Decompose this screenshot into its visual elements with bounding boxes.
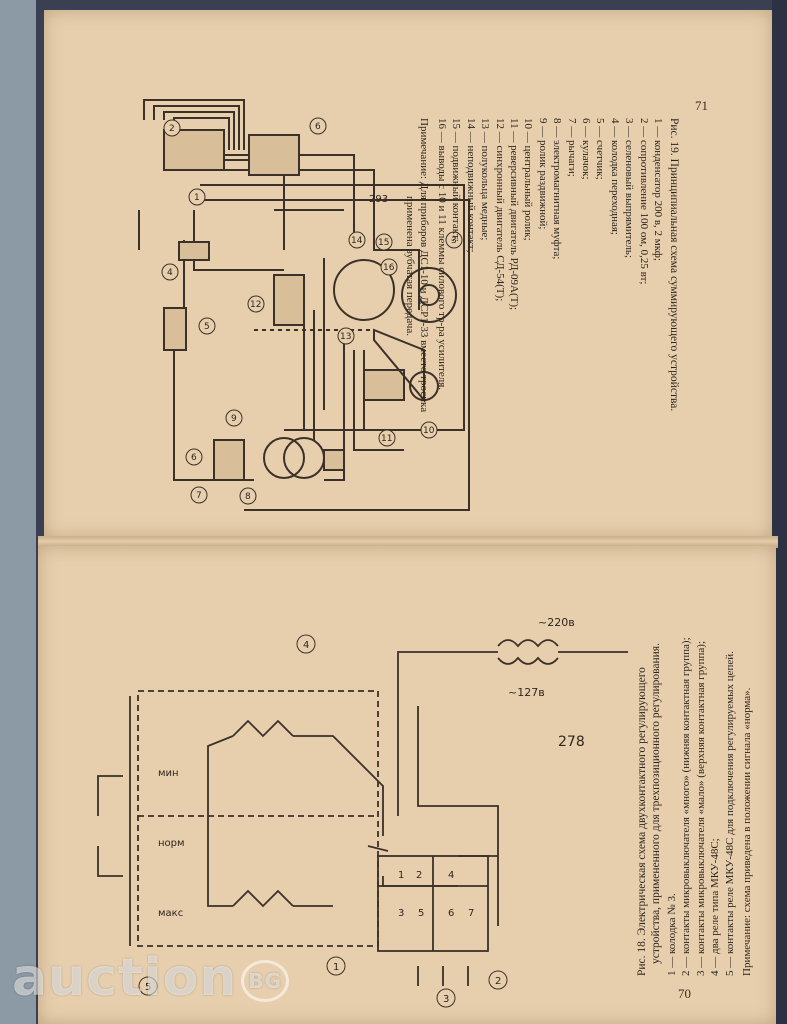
- contact-label-max: макс: [158, 908, 183, 919]
- terminal-3: 3: [398, 908, 404, 919]
- sheet-number-278: 278: [558, 734, 585, 750]
- legend-item: 16 — выводы с 10 и 11 клеммы силового тр…: [435, 118, 448, 390]
- figure-18-caption-block: Рис. 18. Электрическая схема двухконтакт…: [635, 556, 754, 976]
- diagram-label-6: 6: [315, 122, 321, 132]
- diagram-label-1: 1: [194, 193, 200, 203]
- figure-18-title-line: устройства, примененного для трехпозицио…: [650, 643, 662, 964]
- terminal-1: 1: [398, 870, 404, 881]
- diagram-label-6b: 6: [191, 453, 197, 463]
- circle-label-1: 1: [333, 962, 339, 973]
- diagram-label-14: 14: [351, 236, 363, 246]
- terminal-7: 7: [468, 908, 474, 919]
- legend-item: 5 — контакты реле МКУ-48С для подключени…: [723, 651, 736, 976]
- circle-label-2: 2: [495, 976, 501, 987]
- figure-19-caption-block: Рис. 19. Принципиальная схема суммирующе…: [404, 118, 682, 538]
- terminal-4: 4: [448, 870, 454, 881]
- legend-item: 14 — неподвижный контакт;: [464, 118, 477, 253]
- diagram-label-3: 3: [451, 236, 457, 246]
- diagram-label-13: 13: [340, 332, 351, 342]
- figure-18-legend: 1 — колодка № 3. 2 — контакты микровыклю…: [665, 556, 737, 976]
- terminal-5: 5: [418, 908, 424, 919]
- watermark-text: auction: [12, 948, 238, 1008]
- diagram-label-4: 4: [167, 268, 173, 278]
- relay-circuit-diagram: 5 4 1 3 2 мин норм макс 1 4 3 5 6 7 2 ~2…: [97, 616, 628, 1008]
- book-cover-left-edge: [0, 0, 36, 1024]
- legend-item: 5 — счетчик;: [594, 118, 607, 180]
- page-number-71: 71: [695, 98, 708, 113]
- note-line: применена зубчатая передача.: [404, 196, 417, 337]
- legend-item: 4 — два реле типа МКУ-48С;: [709, 838, 722, 976]
- diagram-label-9: 9: [231, 414, 237, 424]
- figure-19-note: Примечание: Для приборов ДС1-10 и ДСР1-3…: [404, 118, 432, 538]
- circle-label-5: 5: [145, 982, 151, 993]
- page-71: 2 6 1 4 3 14 15 16 12 5 13 11 10: [44, 10, 772, 538]
- figure-19-title: Рис. 19. Принципиальная схема суммирующе…: [668, 118, 680, 412]
- legend-item: 8 — электромагнитная муфта;: [551, 118, 564, 260]
- legend-item: 3 — селеновый выпрямитель;: [623, 118, 636, 259]
- terminal-2: 2: [416, 870, 422, 881]
- legend-item: 11 — реверсивный двигатель РД-09А(Т);: [507, 118, 520, 311]
- legend-item: 1 — колодка № 3.: [666, 893, 678, 976]
- figure-18-title-line: Рис. 18. Электрическая схема двухконтакт…: [636, 667, 648, 976]
- circle-label-3: 3: [443, 994, 449, 1005]
- circle-label-4: 4: [303, 640, 309, 651]
- figure-19-legend: 1 — конденсатор 200 в, 2 мкф; 2 — сопрот…: [435, 118, 666, 538]
- contact-label-norm: норм: [158, 838, 185, 849]
- legend-item: 3 — контакты микровыключателя «мало» (ве…: [694, 640, 707, 976]
- legend-item: 10 — центральный ролик;: [522, 118, 535, 241]
- legend-item: 7 — рычаги;: [565, 118, 578, 177]
- legend-item: 13 — полукольца медные;: [479, 118, 492, 241]
- legend-item: 15 — подвижный контакт;: [450, 118, 463, 242]
- diagram-label-8: 8: [245, 492, 251, 502]
- legend-item: 2 — контакты микровыключателя «много» (н…: [680, 637, 693, 976]
- legend-item: 2 — сопротивление 100 ом, 0,25 вт;: [637, 118, 650, 285]
- voltage-220: ~220в: [538, 616, 575, 629]
- diagram-label-15: 15: [378, 238, 389, 248]
- watermark-suffix: BG: [241, 960, 290, 1002]
- contact-label-min: мин: [158, 768, 179, 779]
- diagram-label-293: 293: [369, 194, 388, 205]
- summing-device-diagram: 2 6 1 4 3 14 15 16 12 5 13 11 10: [138, 99, 470, 511]
- diagram-label-10: 10: [423, 426, 435, 436]
- diagram-label-2: 2: [169, 124, 175, 134]
- figure-18-note: Примечание: схема приведена в положении …: [741, 687, 754, 976]
- book-gutter: [38, 536, 778, 548]
- voltage-127: ~127в: [508, 686, 545, 699]
- diagram-label-7: 7: [196, 491, 202, 501]
- diagram-label-5: 5: [204, 322, 210, 332]
- terminal-6: 6: [448, 908, 454, 919]
- legend-item: 9 — ролик раздвижной;: [536, 118, 549, 230]
- legend-item: 6 — кулачок;: [579, 118, 592, 180]
- note-line: Примечание: Для приборов ДС1-10 и ДСР1-3…: [418, 118, 431, 413]
- diagram-label-11: 11: [381, 434, 392, 444]
- legend-item: 12 — синхронный двигатель СД-54(Т);: [493, 118, 506, 302]
- page-70: 5 4 1 3 2 мин норм макс 1 4 3 5 6 7 2 ~2…: [38, 546, 776, 1024]
- diagram-label-16: 16: [383, 263, 395, 273]
- page-number-70: 70: [678, 986, 691, 1001]
- diagram-label-12: 12: [250, 300, 261, 310]
- legend-item: 4 — колодка переходная;: [608, 118, 621, 235]
- legend-item: 1 — конденсатор 200 в, 2 мкф;: [652, 118, 664, 261]
